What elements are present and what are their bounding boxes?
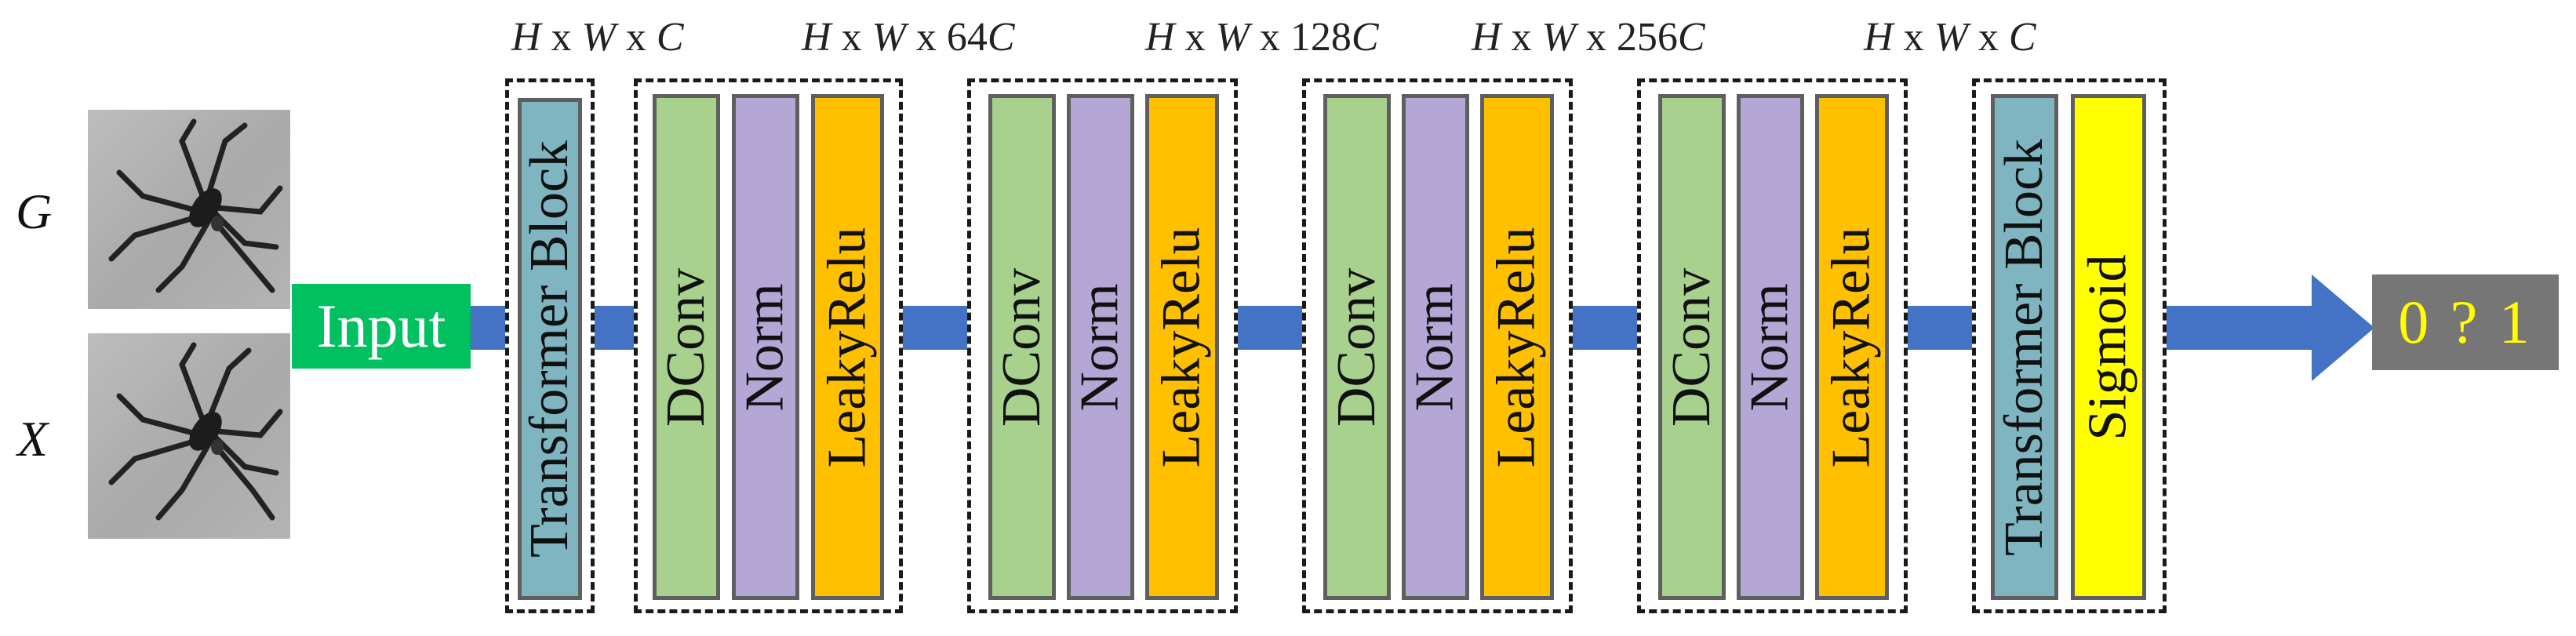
leakyrelu-layer-3-label: LeakyRelu bbox=[1486, 226, 1548, 468]
dim-label-3: H x W x 128C bbox=[1145, 15, 1379, 60]
connector-2 bbox=[903, 306, 967, 350]
norm-layer-3-label: Norm bbox=[1405, 282, 1465, 412]
dim-label-2: H x W x 64C bbox=[802, 15, 1015, 60]
spider-drawing-x bbox=[108, 342, 283, 521]
dconv-layer-4-label: DConv bbox=[1661, 267, 1722, 427]
norm-layer-4-label: Norm bbox=[1740, 282, 1800, 412]
dim-label-5: H x W x C bbox=[1864, 15, 2036, 60]
norm-layer-1: Norm bbox=[732, 94, 799, 600]
leakyrelu-layer-2-label: LeakyRelu bbox=[1152, 226, 1213, 468]
block-transformer-in bbox=[505, 78, 595, 613]
input-label: Input bbox=[316, 292, 446, 360]
dconv-layer-1: DConv bbox=[653, 94, 720, 600]
leakyrelu-layer-1: LeakyRelu bbox=[811, 94, 884, 600]
dconv-layer-3: DConv bbox=[1323, 94, 1391, 600]
norm-layer-3: Norm bbox=[1402, 94, 1469, 600]
norm-layer-1-label: Norm bbox=[735, 282, 795, 412]
transformer-block-2-label: Transformer Block bbox=[1994, 138, 2055, 556]
dconv-layer-4: DConv bbox=[1658, 94, 1726, 600]
block-dconv-4 bbox=[1637, 78, 1908, 613]
norm-layer-2: Norm bbox=[1067, 94, 1134, 600]
leakyrelu-layer-4-label: LeakyRelu bbox=[1821, 226, 1883, 468]
dim-label-4: H x W x 256C bbox=[1472, 15, 1705, 60]
connector-1 bbox=[595, 306, 634, 350]
output-arrow-icon bbox=[2167, 274, 2374, 381]
transformer-block-1: Transformer Block bbox=[518, 98, 582, 600]
transformer-block-2: Transformer Block bbox=[1991, 94, 2058, 600]
block-dconv-1 bbox=[634, 78, 903, 613]
leakyrelu-layer-1-label: LeakyRelu bbox=[817, 226, 878, 468]
connector-0 bbox=[471, 306, 505, 350]
leakyrelu-layer-3: LeakyRelu bbox=[1480, 94, 1554, 600]
spider-image-g bbox=[88, 110, 290, 309]
dconv-layer-2: DConv bbox=[988, 94, 1056, 600]
connector-4 bbox=[1573, 306, 1637, 350]
norm-layer-2-label: Norm bbox=[1070, 282, 1130, 412]
sigmoid-layer: Sigmoid bbox=[2071, 94, 2146, 600]
dim-label-1: H x W x C bbox=[511, 15, 684, 60]
sigmoid-layer-label: Sigmoid bbox=[2078, 253, 2138, 441]
connector-3 bbox=[1238, 306, 1302, 350]
x-label: X bbox=[17, 411, 49, 467]
norm-layer-4: Norm bbox=[1737, 94, 1804, 600]
output-box: 0 ? 1 bbox=[2372, 274, 2559, 370]
output-label: 0 ? 1 bbox=[2398, 288, 2533, 356]
block-transformer-out bbox=[1972, 78, 2167, 613]
g-label: G bbox=[16, 184, 53, 239]
spider-image-x bbox=[88, 333, 290, 539]
input-box: Input bbox=[292, 284, 471, 369]
block-dconv-3 bbox=[1302, 78, 1573, 613]
dconv-layer-3-label: DConv bbox=[1326, 267, 1387, 427]
leakyrelu-layer-2: LeakyRelu bbox=[1145, 94, 1219, 600]
dconv-layer-1-label: DConv bbox=[656, 267, 716, 427]
dconv-layer-2-label: DConv bbox=[991, 267, 1052, 427]
leakyrelu-layer-4: LeakyRelu bbox=[1815, 94, 1889, 600]
transformer-block-1-label: Transformer Block bbox=[519, 140, 580, 558]
block-dconv-2 bbox=[967, 78, 1238, 613]
spider-drawing-g bbox=[108, 118, 283, 293]
connector-5 bbox=[1908, 306, 1972, 350]
